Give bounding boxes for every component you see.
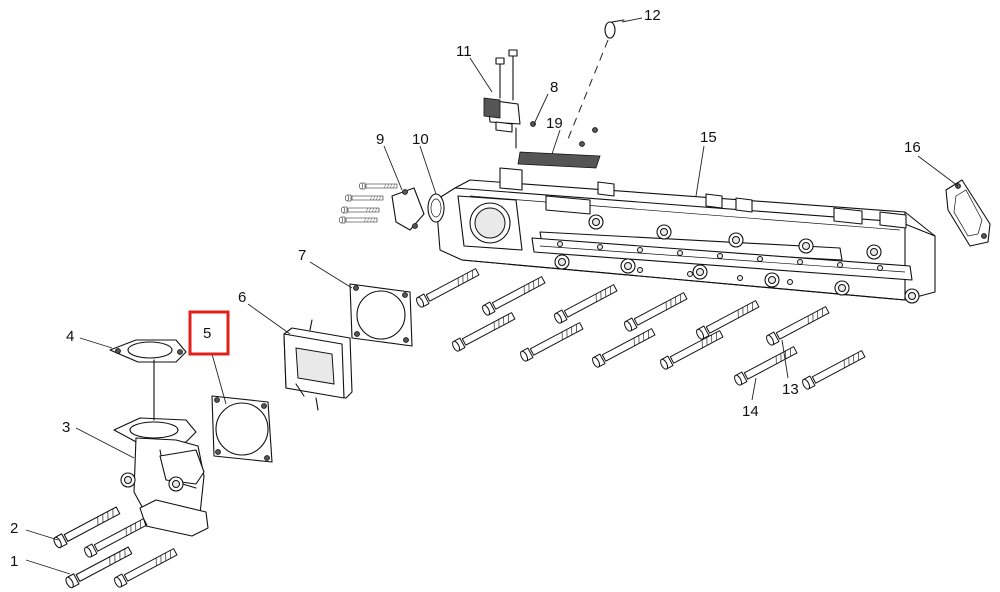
leader-lines <box>25 17 959 575</box>
top-bosses <box>545 181 907 229</box>
gasket-10 <box>427 193 445 223</box>
callout-9: 9 <box>376 131 384 148</box>
highlight-box <box>188 310 230 356</box>
gasket-4 <box>109 339 187 363</box>
callout-19: 19 <box>546 115 563 132</box>
lifting-hook <box>565 19 625 145</box>
callout-1: 1 <box>10 553 18 570</box>
callout-11: 11 <box>456 43 472 60</box>
end-gasket-16 <box>945 179 991 247</box>
callout-7: 7 <box>298 247 306 264</box>
callout-13: 13 <box>782 381 799 398</box>
callout-15: 15 <box>700 129 717 146</box>
flange-9 <box>391 187 425 231</box>
flange-bolts <box>339 182 398 224</box>
callout-14: 14 <box>742 403 759 420</box>
sensor-assembly <box>483 49 598 149</box>
elbow-housing-3 <box>113 359 209 537</box>
nameplate <box>517 151 601 169</box>
callout-5: 5 <box>203 325 211 342</box>
adapter-plate-6 <box>283 319 353 411</box>
manifold-body <box>435 151 936 304</box>
gasket-5 <box>211 395 273 463</box>
callout-3: 3 <box>62 419 70 436</box>
gasket-7 <box>349 283 413 347</box>
callout-6: 6 <box>238 289 246 306</box>
rail-holes <box>557 241 883 289</box>
callout-2: 2 <box>10 520 18 537</box>
callout-4: 4 <box>66 328 74 345</box>
callout-8: 8 <box>550 79 558 96</box>
callout-10: 10 <box>412 131 429 148</box>
callout-16: 16 <box>904 139 921 156</box>
callout-labels: 1 2 3 4 5 6 7 8 9 10 11 12 13 14 15 16 1… <box>10 7 921 570</box>
callout-12: 12 <box>644 7 661 24</box>
